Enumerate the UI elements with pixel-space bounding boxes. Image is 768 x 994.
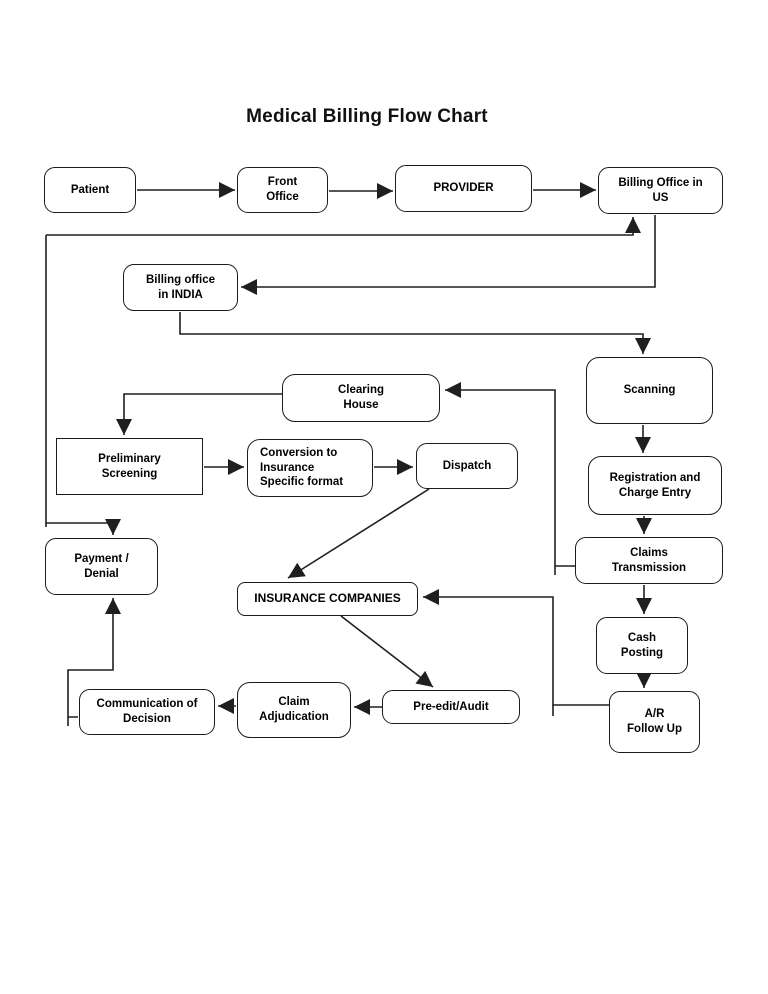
edge-billing-india-scanning <box>179 312 651 354</box>
node-communication-of-decision: Communication of Decision <box>79 689 215 735</box>
edge-feedback-to-payment-denial <box>45 235 121 535</box>
node-clearing-house: Clearing House <box>282 374 440 422</box>
node-payment-denial: Payment / Denial <box>45 538 158 595</box>
node-registration-charge-entry: Registration and Charge Entry <box>588 456 722 515</box>
edge-clearing-house-preliminary <box>116 393 282 435</box>
node-front-office: Front Office <box>237 167 328 213</box>
edge-insurance-pre-edit <box>340 615 434 688</box>
node-claim-adjudication: Claim Adjudication <box>237 682 351 738</box>
node-cash-posting: Cash Posting <box>596 617 688 674</box>
node-pre-edit-audit: Pre-edit/Audit <box>382 690 520 724</box>
edge-ar-insurance <box>423 589 609 706</box>
edge-claims-clearing-house <box>445 382 575 567</box>
edge-feedback-to-billing-us <box>46 217 641 236</box>
node-billing-office-india: Billing office in INDIA <box>123 264 238 311</box>
node-preliminary-screening: Preliminary Screening <box>56 438 203 495</box>
node-insurance-companies: INSURANCE COMPANIES <box>237 582 418 616</box>
page-title: Medical Billing Flow Chart <box>246 106 488 127</box>
node-provider: PROVIDER <box>395 165 532 212</box>
node-scanning: Scanning <box>586 357 713 424</box>
node-ar-follow-up: A/R Follow Up <box>609 691 700 753</box>
node-conversion-format: Conversion to Insurance Specific format <box>247 439 373 497</box>
node-billing-office-us: Billing Office in US <box>598 167 723 214</box>
node-patient: Patient <box>44 167 136 213</box>
edge-communication-payment-denial <box>67 598 121 718</box>
edge-dispatch-insurance <box>287 488 430 579</box>
edge-billing-us-billing-india <box>241 215 656 295</box>
node-claims-transmission: Claims Transmission <box>575 537 723 584</box>
node-dispatch: Dispatch <box>416 443 518 489</box>
